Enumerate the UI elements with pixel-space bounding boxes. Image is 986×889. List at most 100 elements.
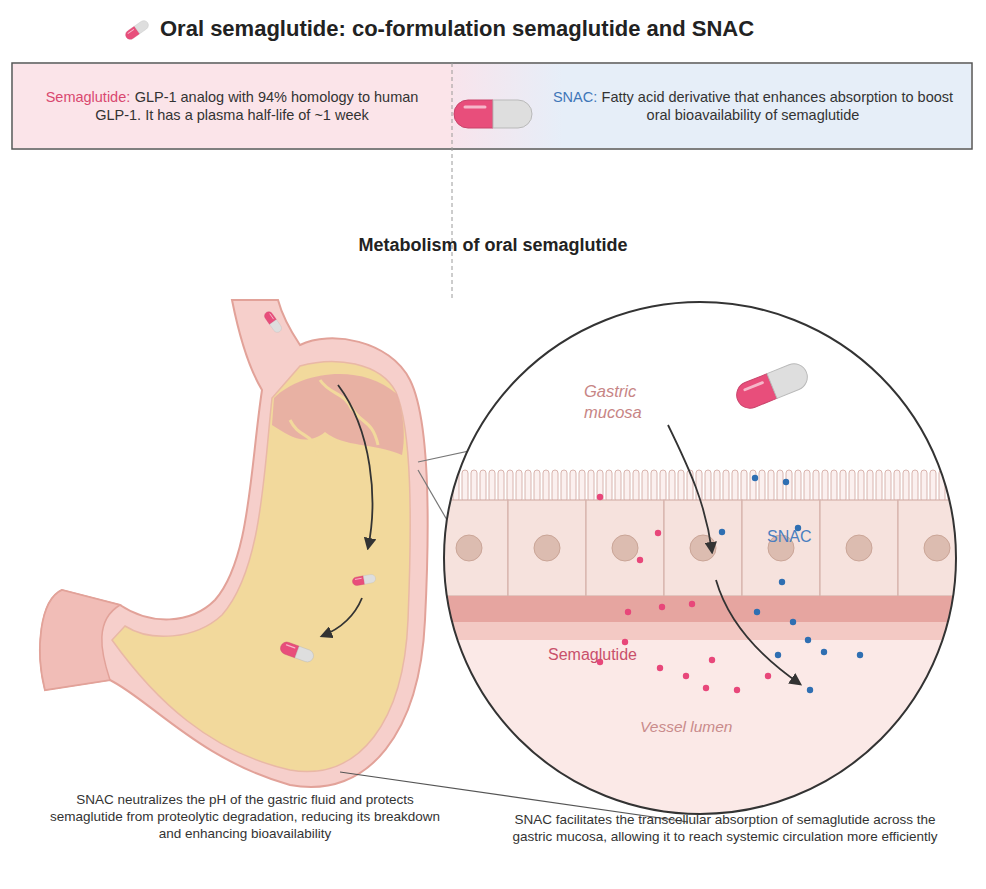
microvillus (858, 470, 864, 502)
microvillus (885, 470, 891, 502)
epithelial-cell (742, 500, 820, 596)
divider-line (452, 63, 453, 300)
microvillus (651, 470, 657, 502)
epithelial-cells (430, 500, 976, 596)
microvillus (498, 470, 504, 502)
semaglutide-molecule (683, 673, 689, 679)
microvillus (840, 470, 846, 502)
note-text: SNAC neutralizes the pH of the gastric f… (38, 792, 452, 843)
title: Oral semaglutide: co-formulation semaglu… (160, 15, 940, 43)
epithelial-cell (664, 500, 742, 596)
microvillus (561, 470, 567, 502)
basement-band (440, 596, 960, 622)
snac-molecule (775, 652, 781, 658)
cell-nucleus (846, 535, 872, 561)
semaglutide-molecule (625, 609, 631, 615)
microvillus (606, 470, 612, 502)
microvillus (669, 470, 675, 502)
cell-body (508, 500, 586, 596)
microvillus (930, 470, 936, 502)
zoom-circle (444, 302, 956, 814)
microvillus (507, 470, 513, 502)
snac-molecule (805, 637, 811, 643)
semaglutide-molecule (657, 665, 663, 671)
microvillus (750, 470, 756, 502)
snac-molecule (857, 652, 863, 658)
microvillus (912, 470, 918, 502)
microvillus (597, 470, 603, 502)
microvillus (903, 470, 909, 502)
stomach-wall (40, 300, 428, 787)
epithelial-cell (898, 500, 976, 596)
microvillus (795, 470, 801, 502)
snac-molecule (779, 579, 785, 585)
microvillus (462, 470, 468, 502)
microvillus (822, 470, 828, 502)
microvillus (642, 470, 648, 502)
microvillus (876, 470, 882, 502)
microvillus (525, 470, 531, 502)
absorption-arrow (668, 425, 712, 552)
epithelial-cell (586, 500, 664, 596)
microvillus (813, 470, 819, 502)
microvillus (705, 470, 711, 502)
epithelial-cell (820, 500, 898, 596)
cell-body (820, 500, 898, 596)
microvillus (552, 470, 558, 502)
part-label: Gastric mucosa (584, 381, 650, 422)
pill (733, 360, 812, 412)
microvillus (804, 470, 810, 502)
snac-molecule (719, 529, 725, 535)
microvillus (444, 470, 450, 502)
flow-arrow (322, 598, 362, 636)
snac-molecule (790, 619, 796, 625)
semaglutide-molecule (734, 687, 740, 693)
pill (279, 640, 315, 663)
semaglutide-molecule (622, 639, 628, 645)
flow-arrow (338, 385, 372, 548)
microvillus (867, 470, 873, 502)
semaglutide-molecule (709, 657, 715, 663)
microvillus (786, 470, 792, 502)
vessel-wall (440, 622, 960, 640)
cell-body (586, 500, 664, 596)
node-body: Fatty acid derivative that enhances abso… (602, 89, 953, 123)
duodenum (40, 590, 120, 690)
pill (263, 310, 283, 334)
info-box-border (12, 63, 972, 149)
pill (352, 574, 377, 586)
microvillus (615, 470, 621, 502)
cell-body (664, 500, 742, 596)
microvillus (759, 470, 765, 502)
microvillus (831, 470, 837, 502)
semaglutide-molecule (765, 673, 771, 679)
zoom-view (430, 300, 976, 840)
microvillus (921, 470, 927, 502)
snac-molecule (783, 479, 789, 485)
microvillus (741, 470, 747, 502)
microvillus (516, 470, 522, 502)
semaglutide-molecule (637, 557, 643, 563)
stomach (40, 300, 428, 787)
pill-icon (124, 19, 150, 41)
cell-body (742, 500, 820, 596)
microvillus (660, 470, 666, 502)
microvilli (444, 470, 963, 502)
microvillus (579, 470, 585, 502)
microvillus (534, 470, 540, 502)
microvillus (714, 470, 720, 502)
microvillus (894, 470, 900, 502)
section-heading: Metabolism of oral semaglutide (290, 234, 696, 257)
microvillus (624, 470, 630, 502)
microvillus (768, 470, 774, 502)
semaglutide-molecule (703, 685, 709, 691)
part-label: Vessel lumen (640, 717, 770, 736)
snac-molecule (807, 687, 813, 693)
cell-body (898, 500, 976, 596)
snac-molecule (754, 609, 760, 615)
epithelial-cell (430, 500, 508, 596)
cell-body (430, 500, 508, 596)
